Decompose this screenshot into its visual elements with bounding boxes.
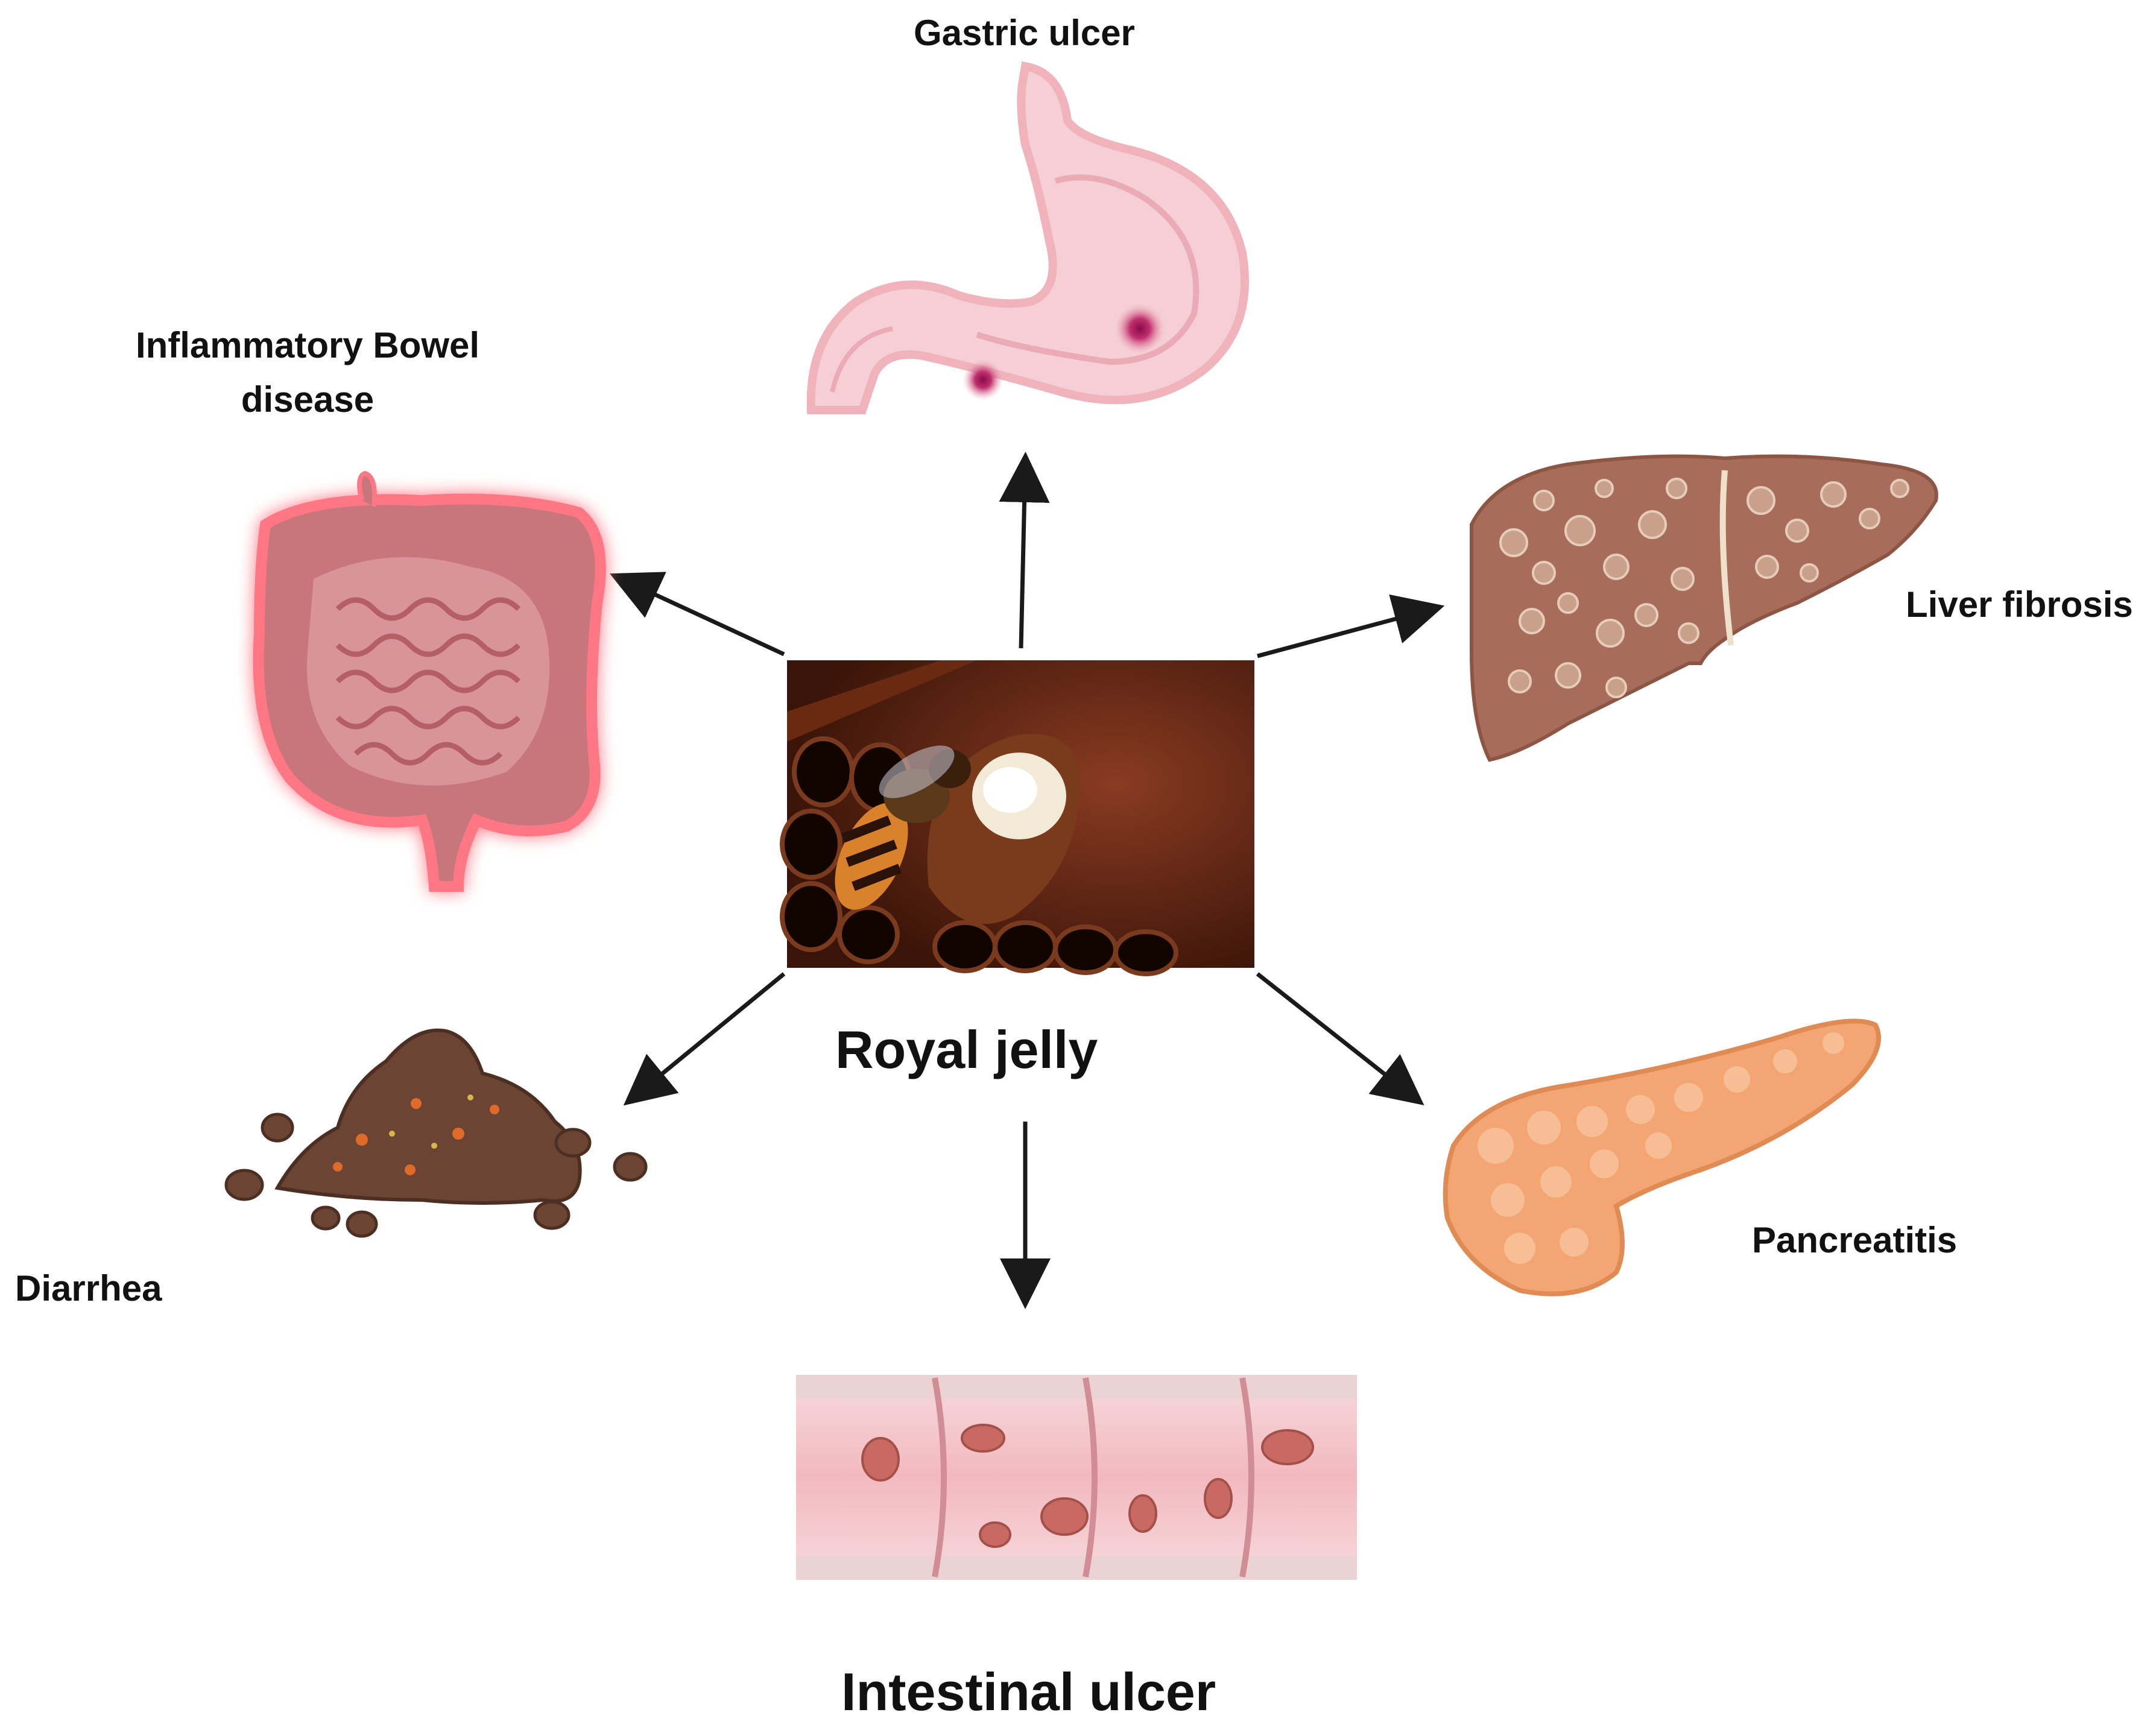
arrows [609,452,1445,1309]
arrow-to-diarrhea [623,972,786,1106]
fibrotic-liver-icon [1469,454,1938,762]
arrow-to-gastric-ulcer [999,452,1050,649]
stool-icon [224,1028,648,1238]
inflamed-intestines-icon [253,470,606,892]
bee-on-royal-jelly-cell-photo [780,660,1254,976]
pancreas-icon [1443,1018,1881,1296]
ulcerated-intestine-icon [796,1375,1357,1580]
liver-fibrosis-label: Liver fibrosis [1906,584,2133,625]
ibd-label: Inflammatory Bowel disease [135,325,480,420]
royal-jelly-label: Royal jelly [835,1020,1098,1079]
pancreatitis-label: Pancreatitis [1752,1220,1958,1260]
arrow-to-liver-fibrosis [1257,594,1445,658]
diarrhea-label: Diarrhea [15,1268,162,1309]
arrow-to-pancreatitis [1256,972,1424,1106]
intestinal-ulcer-label: Intestinal ulcer [841,1662,1216,1722]
gastric-ulcer-label: Gastric ulcer [914,13,1135,53]
stomach-icon [806,61,1249,414]
arrow-to-ibd [609,572,785,657]
